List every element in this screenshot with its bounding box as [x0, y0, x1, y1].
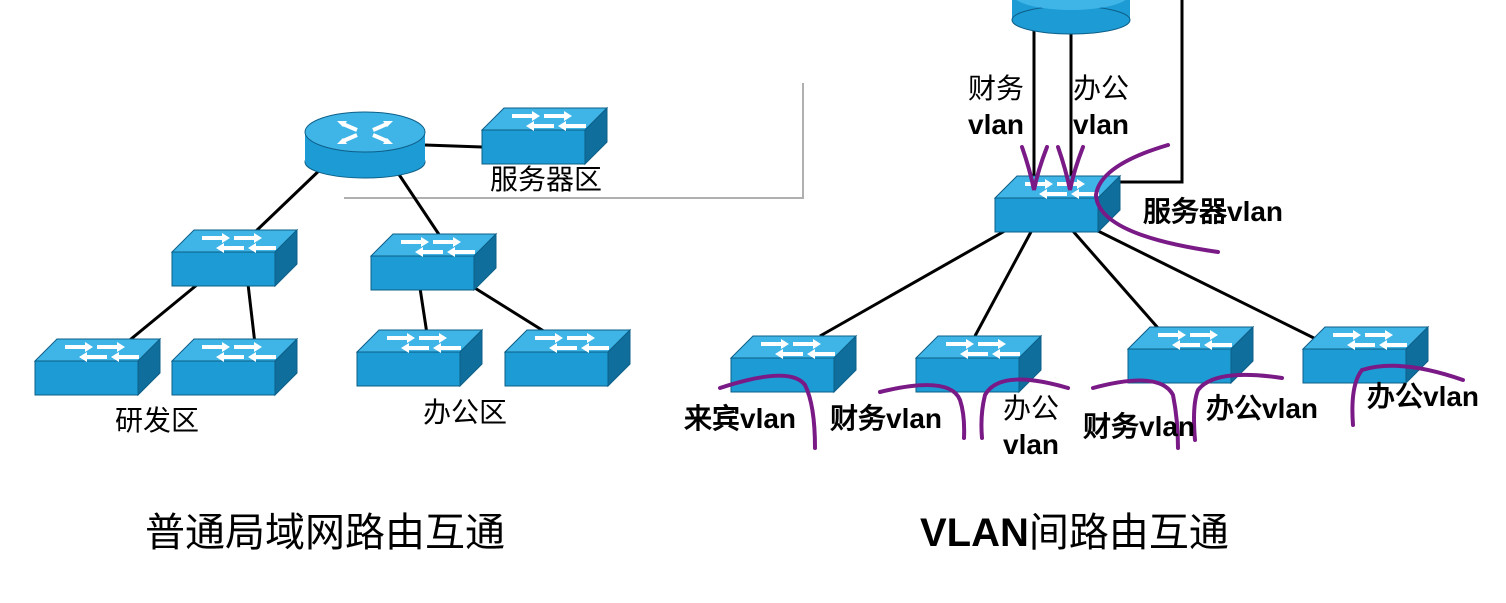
server-zone-label: 服务器区: [490, 163, 603, 196]
switch-icon: [171, 229, 298, 287]
switch-icon: [504, 329, 631, 387]
uplink-finance-vlan-label: vlan: [968, 109, 1025, 140]
switch-icon: [356, 329, 483, 387]
switch-icon: [730, 335, 857, 393]
left-caption: 普通局域网路由互通: [145, 510, 505, 556]
server-zone-border: [344, 83, 804, 199]
server-vlan-label: 服务器vlan: [1143, 196, 1284, 227]
right-uplinks: [1032, 0, 1184, 185]
switch-icon: [34, 338, 161, 396]
uplink-finance-label: 财务: [968, 72, 1025, 105]
router-icon: [1011, 0, 1131, 35]
left-links: [124, 143, 551, 346]
office-vlan-label-3: 办公vlan: [1206, 393, 1319, 424]
finance-vlan-label-1: 财务vlan: [830, 403, 943, 434]
office-vlan-label-2: vlan: [1003, 429, 1060, 460]
rd-zone-label: 研发区: [115, 404, 200, 437]
guest-vlan-label: 来宾vlan: [684, 403, 797, 434]
switch-icon: [370, 233, 497, 291]
office-label-2: 办公: [1003, 392, 1060, 425]
switch-icon: [1302, 326, 1429, 384]
uplink-office-vlan-label: vlan: [1073, 109, 1130, 140]
uplink-office-label: 办公: [1073, 72, 1130, 105]
right-links: [819, 226, 1331, 348]
right-caption-suffix: 间路由互通: [1028, 510, 1229, 556]
right-caption-prefix: VLAN: [920, 511, 1029, 555]
finance-vlan-label-3: 财务vlan: [1083, 411, 1196, 442]
switch-icon: [481, 107, 608, 165]
office-zone-label: 办公区: [423, 396, 508, 429]
right-caption: VLAN间路由互通: [920, 500, 1229, 558]
router-icon: [303, 110, 427, 180]
office-vlan-label-4: 办公vlan: [1367, 381, 1480, 412]
switch-icon: [171, 338, 298, 396]
vlan-curves: [718, 143, 1465, 450]
